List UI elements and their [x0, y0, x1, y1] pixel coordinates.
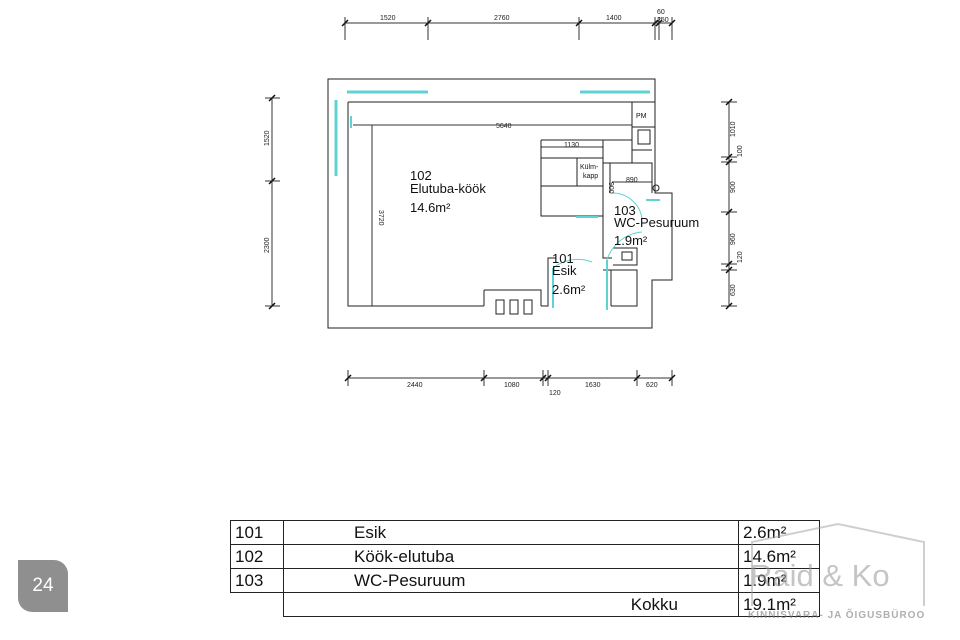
dim-top-4: 60 — [657, 9, 665, 16]
dim-right-5: 120 — [737, 251, 744, 263]
table-row: 101 Esik 2.6m² — [230, 520, 820, 545]
dim-top-1: 1520 — [380, 15, 396, 22]
dim-right-2: 100 — [737, 145, 744, 157]
table-total-row: Kokku 19.1m² — [231, 592, 820, 617]
row-area: 2.6m² — [738, 520, 820, 545]
dim-right-4: 960 — [730, 233, 737, 245]
dim-inner-5640: 5640 — [496, 123, 512, 130]
dim-left-1: 1520 — [264, 130, 271, 146]
table-row: 103 WC-Pesuruum 1.9m² — [230, 568, 820, 593]
room-101-number: 101 — [552, 251, 574, 266]
dim-left-2: 2300 — [264, 237, 271, 253]
dim-bottom-2: 1080 — [504, 382, 520, 389]
pm-label: PM — [636, 113, 647, 120]
blank-cell — [231, 593, 284, 617]
dim-right-6: 630 — [730, 284, 737, 296]
dim-bottom-1: 2440 — [407, 382, 423, 389]
room-102-area: 14.6m² — [410, 200, 451, 215]
room-103-name: WC-Pesuruum — [614, 215, 699, 230]
fridge-label-line1: Külm- — [580, 164, 599, 171]
dim-top-5: 250 — [657, 17, 669, 24]
room-103-number: 103 — [614, 203, 636, 218]
dim-right-1: 1010 — [730, 121, 737, 137]
dim-inner-890: 890 — [626, 177, 638, 184]
dim-right-3: 900 — [730, 181, 737, 193]
room-101-name: Esik — [552, 263, 577, 278]
dim-inner-900: 900 — [607, 182, 614, 194]
fridge-label-line2: kapp — [583, 173, 598, 180]
dim-top-3: 1400 — [606, 15, 622, 22]
dim-inner-1130: 1130 — [564, 142, 579, 149]
page-number-badge: 24 — [18, 560, 68, 612]
room-102-name: Elutuba-köök — [410, 181, 486, 196]
logo-house-icon — [751, 522, 925, 606]
dim-bottom-3: 120 — [549, 390, 561, 397]
logo-subtitle: KINNISVARA- JA ÕIGUSBÜROO — [748, 610, 926, 621]
room-103-area: 1.9m² — [614, 233, 648, 248]
room-102-number: 102 — [410, 168, 432, 183]
total-label: Kokku — [283, 592, 739, 617]
row-name: Köök-elutuba — [283, 544, 739, 569]
room-101-area: 2.6m² — [552, 282, 586, 297]
dim-inner-3720: 3720 — [377, 210, 384, 226]
dim-top-2: 2760 — [494, 15, 510, 22]
row-number: 102 — [230, 544, 284, 569]
logo-name: Raid & Ko — [750, 558, 890, 593]
dim-bottom-5: 620 — [646, 382, 658, 389]
row-number: 101 — [230, 520, 284, 545]
row-name: Esik — [283, 520, 739, 545]
company-logo: Raid & Ko KINNISVARA- JA ÕIGUSBÜROO — [748, 520, 928, 621]
area-table: 101 Esik 2.6m² 102 Köök-elutuba 14.6m² 1… — [230, 520, 820, 617]
row-name: WC-Pesuruum — [283, 568, 739, 593]
dim-bottom-4: 1630 — [585, 382, 601, 389]
table-row: 102 Köök-elutuba 14.6m² — [230, 544, 820, 569]
row-number: 103 — [230, 568, 284, 593]
